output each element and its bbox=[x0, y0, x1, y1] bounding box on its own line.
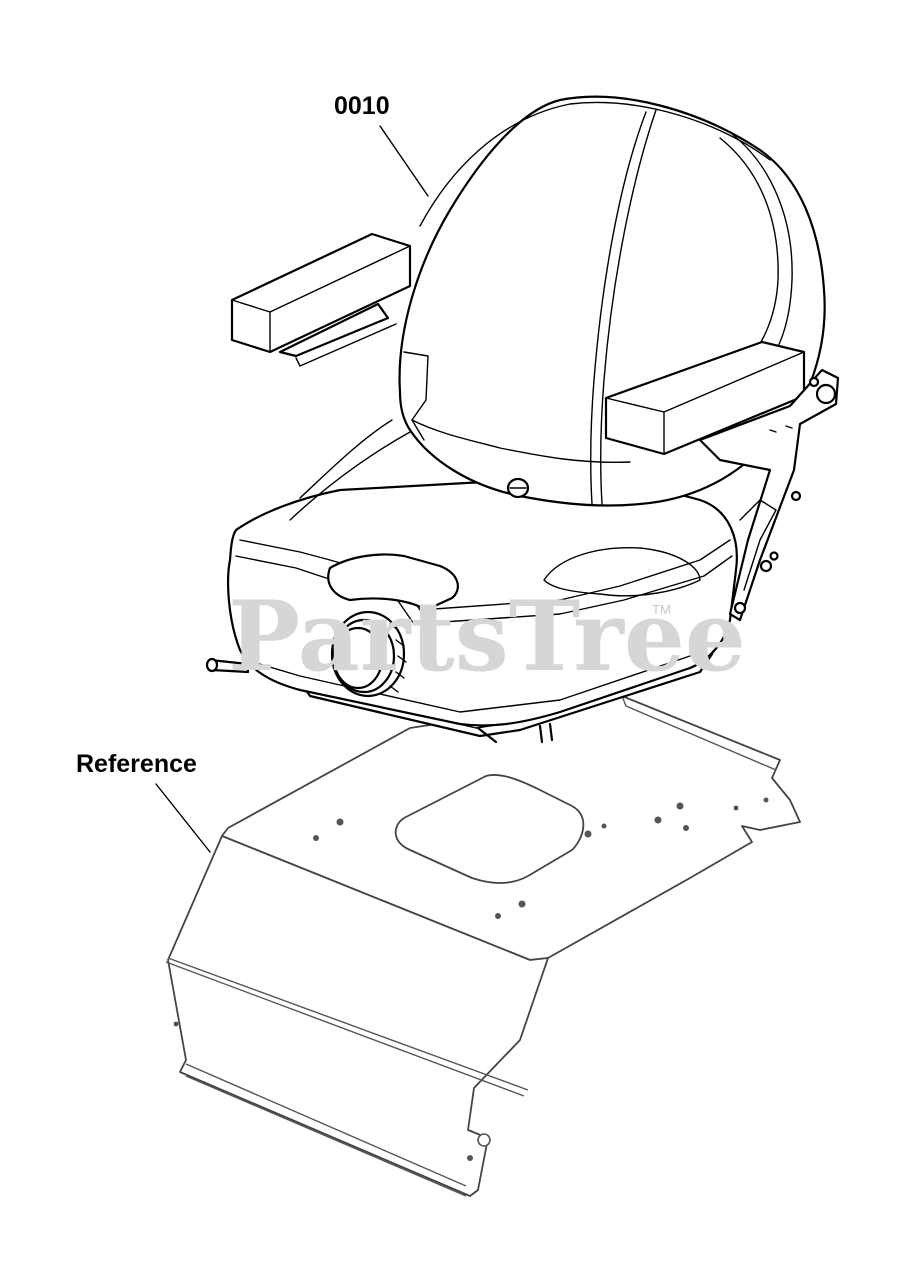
callout-part-number: 0010 bbox=[334, 92, 429, 197]
mount-hole bbox=[467, 1155, 473, 1161]
reference-label: Reference bbox=[76, 750, 197, 778]
watermark: PartsTree TM bbox=[228, 580, 746, 693]
weight-adjust-knob bbox=[330, 610, 407, 698]
mount-hole bbox=[173, 1021, 179, 1027]
mount-hole bbox=[676, 802, 684, 810]
mount-hole bbox=[683, 825, 689, 831]
mount-hole bbox=[518, 900, 526, 908]
mount-hole bbox=[313, 835, 319, 841]
mount-hole bbox=[584, 830, 592, 838]
reference-leader-line bbox=[155, 783, 211, 853]
mount-hole bbox=[654, 816, 662, 824]
mount-hole bbox=[601, 823, 607, 829]
part-number-label: 0010 bbox=[334, 92, 390, 120]
reference-mounting-plate bbox=[165, 695, 801, 1197]
watermark-trademark: TM bbox=[652, 602, 671, 617]
seat-assembly bbox=[205, 95, 840, 744]
mount-hole bbox=[495, 913, 501, 919]
watermark-text: PartsTree bbox=[228, 580, 746, 693]
right-armrest bbox=[604, 340, 840, 622]
mount-hole bbox=[763, 797, 769, 803]
part-number-leader-line bbox=[379, 125, 429, 197]
callout-reference: Reference bbox=[76, 750, 211, 853]
left-armrest bbox=[230, 232, 412, 367]
mount-hole bbox=[336, 818, 344, 826]
mount-hole bbox=[733, 805, 739, 811]
mount-hole bbox=[477, 1133, 491, 1147]
